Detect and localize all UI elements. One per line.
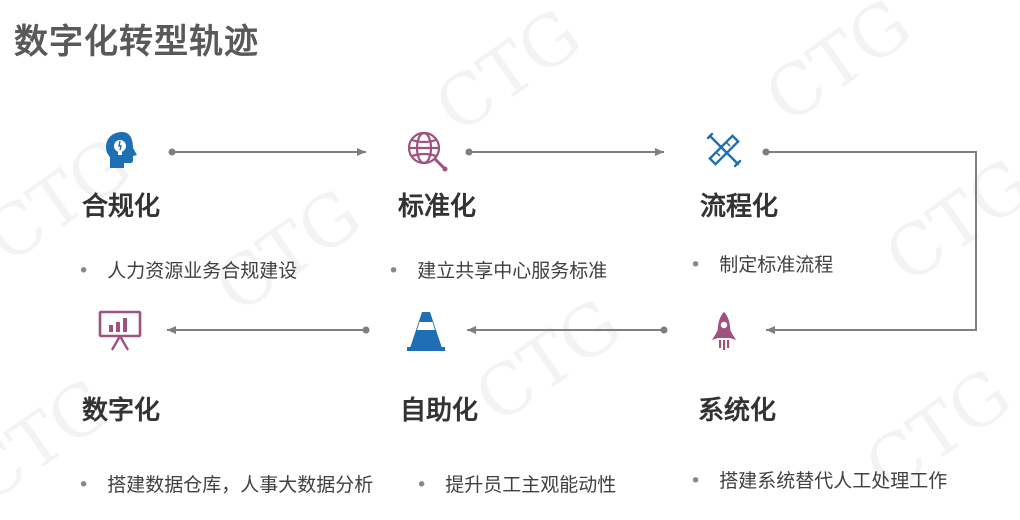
stage-label-system: 系统化 <box>698 396 777 426</box>
stage-bullet-digital: •搭建数据仓库，人事大数据分析 <box>78 474 374 496</box>
stage-label-compliance: 合规化 <box>82 192 161 222</box>
connector-process-system <box>766 151 977 334</box>
presentation-chart-icon <box>98 310 142 351</box>
stage-bullet-compliance: •人力资源业务合规建设 <box>78 260 298 282</box>
rocket-icon <box>712 312 736 350</box>
cone-icon <box>407 312 445 351</box>
stage-label-process: 流程化 <box>700 192 779 222</box>
head-bulb-icon <box>106 132 137 168</box>
globe-icon <box>407 131 448 172</box>
stage-bullet-system: •搭建系统替代人工处理工作 <box>690 470 948 492</box>
stage-label-standardization: 标准化 <box>398 192 477 222</box>
tools-icon <box>706 132 742 168</box>
stage-bullet-self-service: •提升员工主观能动性 <box>416 474 617 496</box>
stage-bullet-standardization: •建立共享中心服务标准 <box>388 260 608 282</box>
page-title: 数字化转型轨迹 <box>14 22 259 62</box>
stage-label-self-service: 自助化 <box>400 396 479 426</box>
stage-label-digital: 数字化 <box>82 396 161 426</box>
stage-bullet-process: •制定标准流程 <box>690 254 834 276</box>
